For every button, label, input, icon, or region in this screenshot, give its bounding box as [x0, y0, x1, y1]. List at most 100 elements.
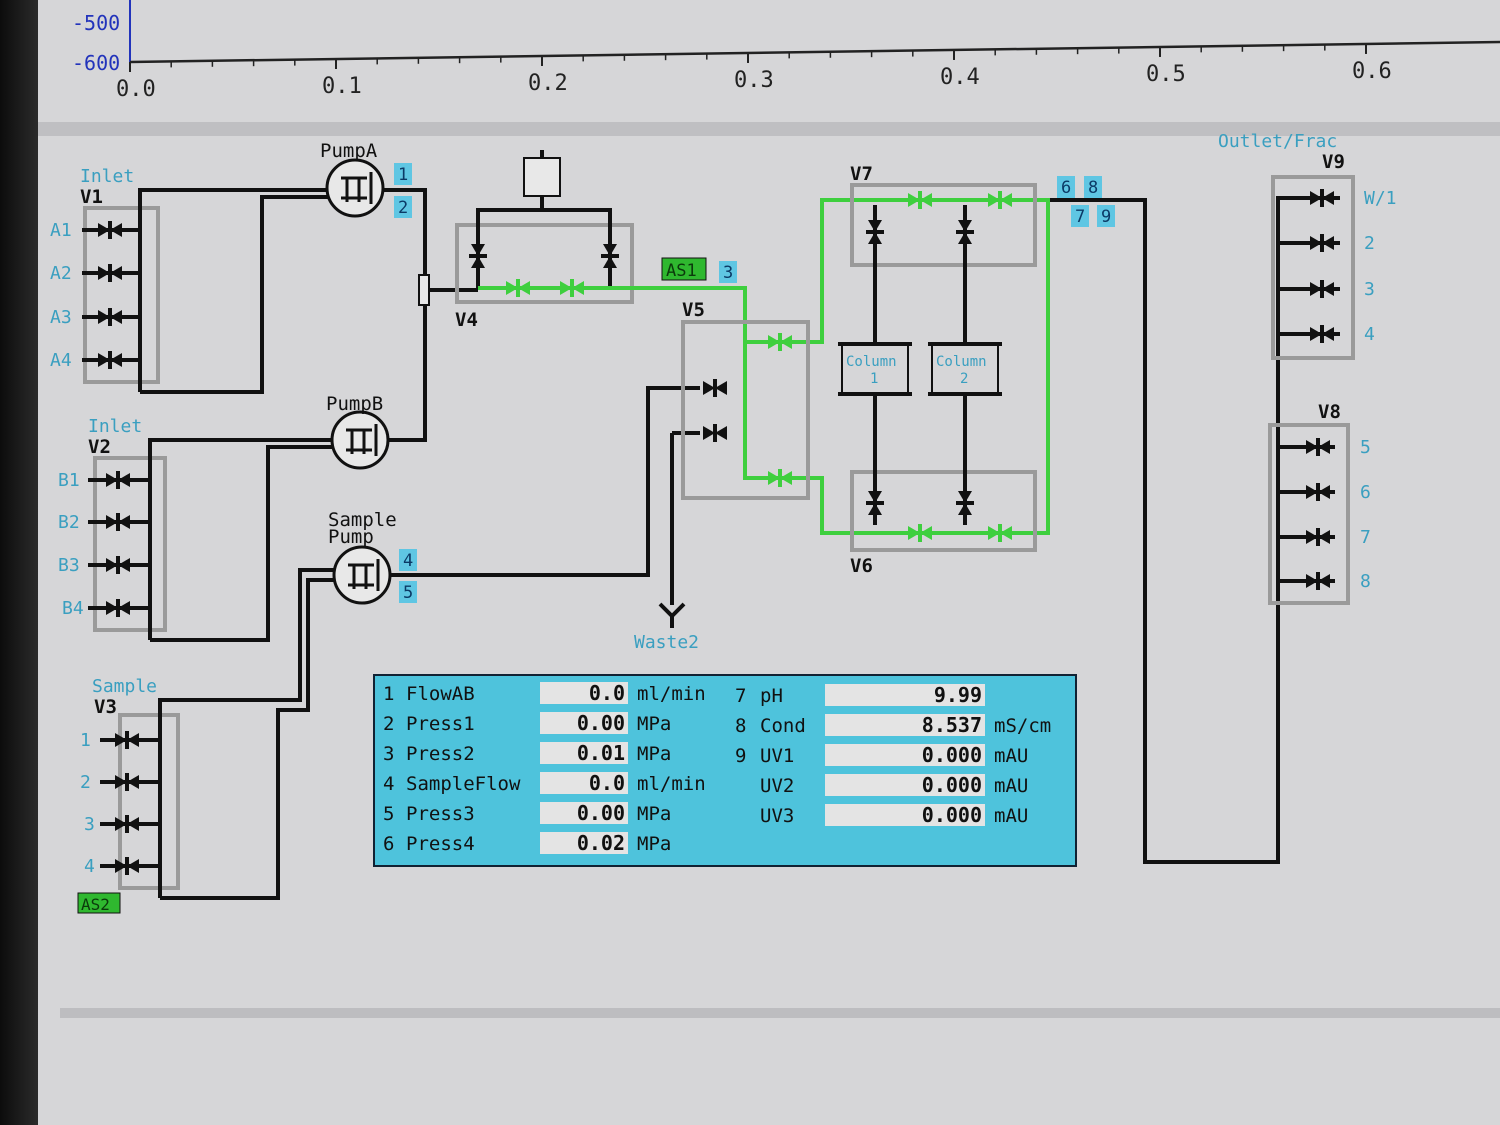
as2-indicator: AS2	[77, 892, 121, 914]
reading-value: 0.00	[577, 801, 625, 825]
reading-value: 0.0	[589, 771, 625, 795]
reading-unit: mAU	[994, 775, 1028, 797]
diagram-label: V7	[850, 163, 873, 185]
x-tick-label: 0.2	[528, 71, 568, 96]
reading-unit: MPa	[637, 743, 671, 765]
diagram-label: Inlet	[88, 416, 142, 437]
diagram-label: 6	[1360, 482, 1371, 503]
reading-unit: MPa	[637, 833, 671, 855]
x-tick-label: 0.6	[1352, 59, 1392, 84]
reading-value: 0.000	[922, 803, 982, 827]
mixer[interactable]	[418, 274, 430, 306]
diagram-label: A4	[50, 350, 72, 371]
reading-field	[825, 804, 985, 826]
diagram-label: Waste2	[634, 632, 699, 653]
diagram-label: Inlet	[80, 166, 134, 187]
diagram-label: 1	[870, 371, 878, 387]
valve-v7[interactable]: V7	[850, 163, 1037, 267]
diagram-label: A1	[50, 220, 72, 241]
reading-num: 5	[383, 803, 394, 825]
screen	[38, 0, 1500, 1125]
monitor-bezel	[0, 0, 38, 1125]
valve-v5[interactable]: V5	[681, 299, 810, 500]
reading-value: 9.99	[934, 683, 982, 707]
diagram-label: B1	[58, 470, 80, 491]
diagram-label: W/1	[1364, 188, 1397, 209]
diagram-label: 8	[1360, 571, 1371, 592]
as1-indicator: AS1 3	[661, 257, 737, 283]
reading-name: Press4	[406, 833, 475, 855]
reading-field	[540, 832, 628, 854]
reading-name: Cond	[760, 715, 806, 737]
x-tick-label: 0.1	[322, 74, 362, 99]
reading-unit: ml/min	[637, 773, 706, 795]
y-tick-label: -600	[72, 51, 120, 75]
reading-num: 9	[735, 745, 746, 767]
reading-unit: ml/min	[637, 683, 706, 705]
reading-field	[540, 802, 628, 824]
outlet-valve-v8[interactable]: V8 5 6 7 8	[1268, 401, 1371, 605]
reading-field	[825, 684, 985, 706]
reading-name: Press1	[406, 713, 475, 735]
reading-unit: MPa	[637, 803, 671, 825]
reading-num: 3	[383, 743, 394, 765]
diagram-label: PumpB	[326, 393, 383, 415]
diagram-label: PumpA	[320, 140, 378, 162]
sample-valve-v3[interactable]: Sample V3 1 2 3 4	[80, 568, 334, 900]
pump-b[interactable]: PumpB	[326, 393, 390, 470]
diagram-label: 4	[403, 551, 413, 571]
inlet-valve-v2[interactable]: Inlet V2 B1 B2 B3 B4	[58, 416, 332, 642]
reading-value: 8.537	[922, 713, 982, 737]
reading-value: 0.0	[589, 681, 625, 705]
diagram-label: 4	[84, 856, 95, 877]
valve-v4[interactable]: V4	[455, 150, 634, 331]
reading-value: 0.00	[577, 711, 625, 735]
diagram-label: 8	[1088, 178, 1098, 198]
diagram-label: Sample	[92, 676, 157, 697]
diagram-label: 5	[1360, 437, 1371, 458]
pump-a[interactable]: PumpA 1 2	[320, 140, 412, 218]
v7-port-tags: 6 8 7 9	[1057, 176, 1115, 227]
inlet-valve-v1[interactable]: Inlet V1 A1 A2 A3 A4	[50, 166, 330, 394]
diagram-label: 2	[1364, 233, 1375, 254]
diagram-label: 1	[398, 165, 408, 185]
reading-num: 7	[735, 685, 746, 707]
diagram-label: A3	[50, 307, 72, 328]
sample-pump[interactable]: Sample Pump 4 5	[328, 509, 417, 605]
x-tick-label: 0.4	[940, 65, 980, 90]
x-axis	[129, 40, 1500, 64]
reading-row: 7 pH 9.99	[735, 683, 985, 707]
outlet-valve-v9[interactable]: Outlet/Frac V9 W/1 2 3 4	[1218, 131, 1397, 360]
reading-name: SampleFlow	[406, 773, 521, 795]
reading-name: Press2	[406, 743, 475, 765]
reading-field	[825, 744, 985, 766]
column-1[interactable]: Column 1	[838, 342, 912, 396]
diagram-label: 4	[1364, 324, 1375, 345]
diagram-label: V4	[455, 309, 478, 331]
diagram-label: V1	[80, 186, 103, 208]
diagram-label: 2	[398, 198, 408, 218]
splitter[interactable]	[38, 122, 1500, 136]
diagram-label: 3	[1364, 279, 1375, 300]
diagram-label: V3	[94, 696, 117, 718]
reading-unit: mAU	[994, 745, 1028, 767]
splitter-bottom[interactable]	[60, 1008, 1500, 1018]
x-tick-label: 0.5	[1146, 62, 1186, 87]
column-2[interactable]: Column 2	[928, 342, 1002, 396]
diagram-label: 1	[80, 730, 91, 751]
diagram-label: Column	[936, 354, 987, 370]
valve-v6[interactable]: V6	[850, 470, 1037, 577]
reading-name: pH	[760, 685, 783, 707]
reading-value: 0.000	[922, 773, 982, 797]
diagram-label: V6	[850, 555, 873, 577]
reading-num: 1	[383, 683, 394, 705]
